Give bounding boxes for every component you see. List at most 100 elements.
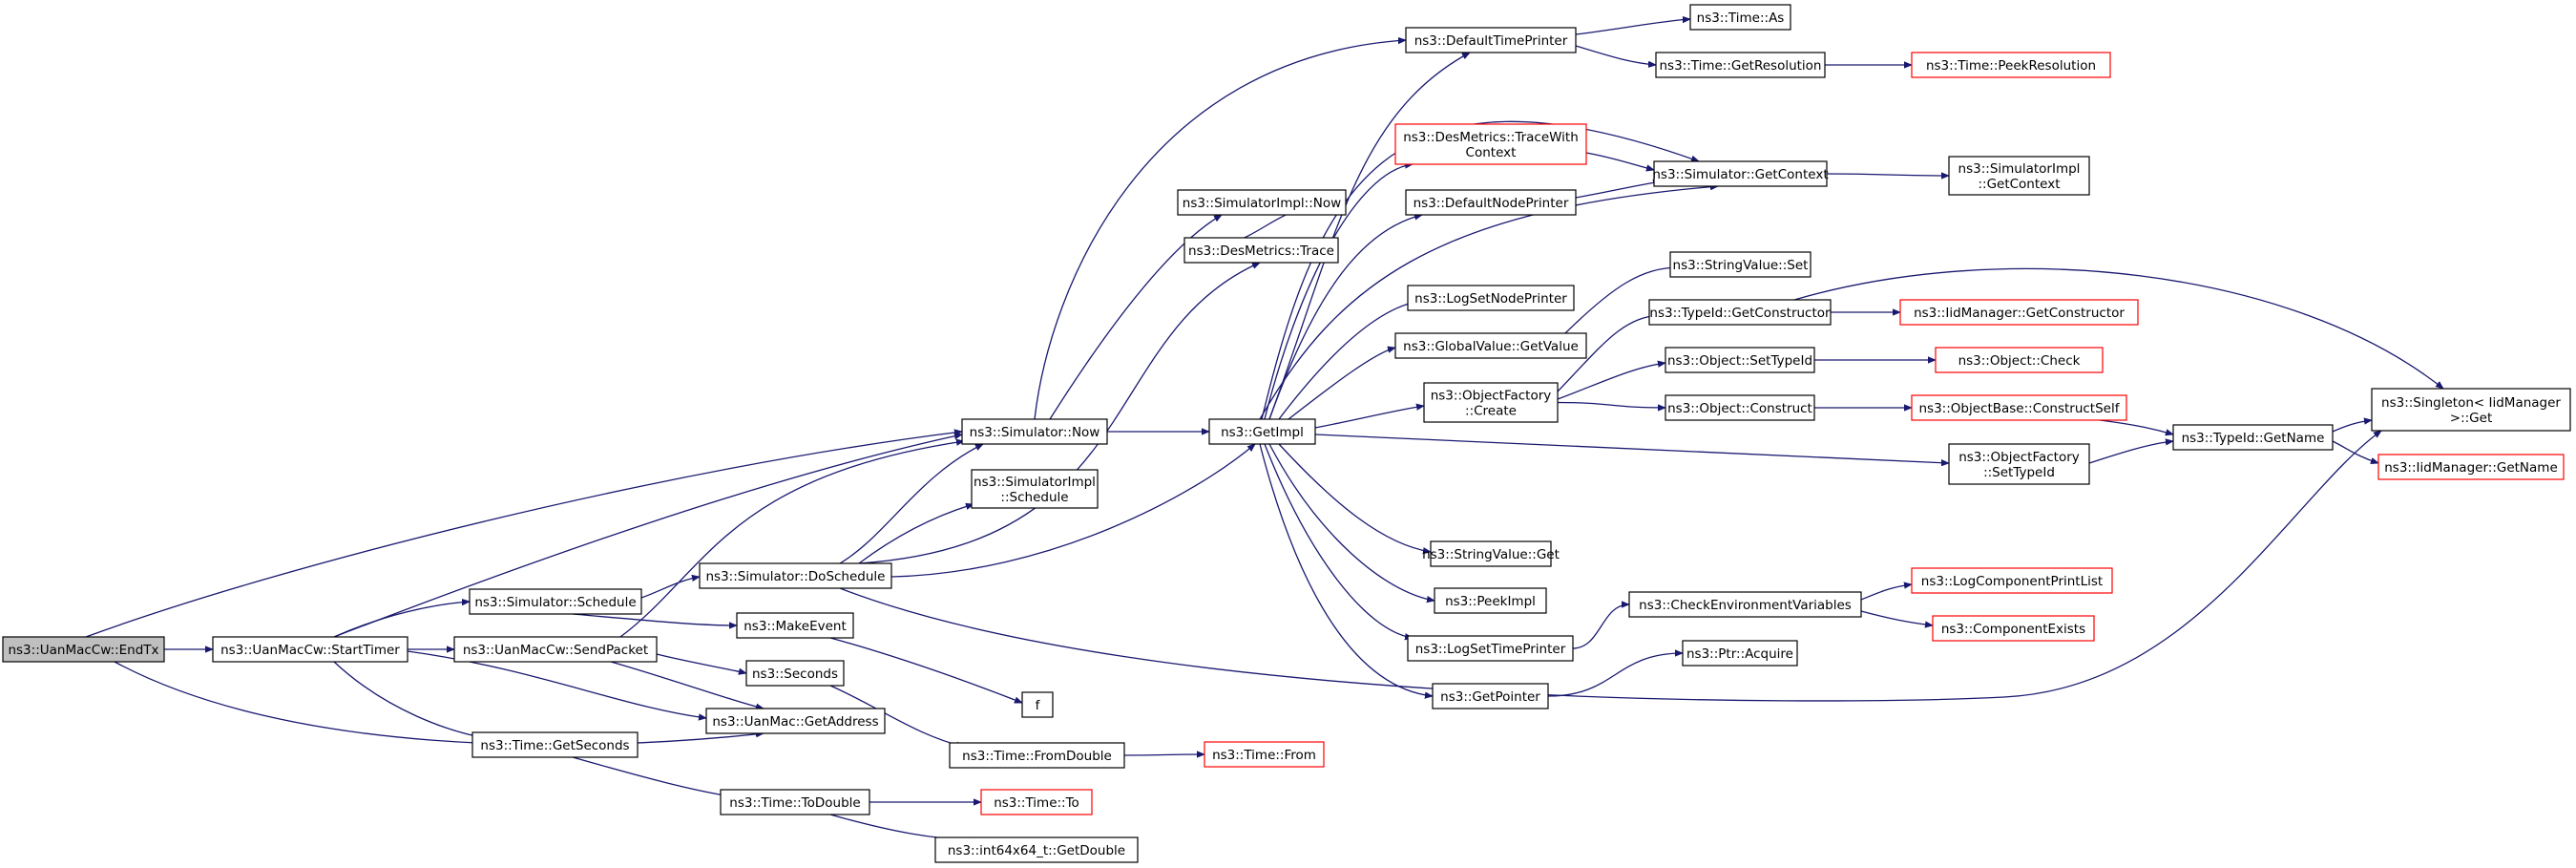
node-box [949,742,1125,769]
node-time-to[interactable]: ns3::Time::To [980,789,1093,815]
node-desmetrics-trace[interactable]: ns3::DesMetrics::Trace [1183,237,1339,264]
node-logcomponentprintlist[interactable]: ns3::LogComponentPrintList [1911,567,2113,594]
node-globalvalue-getvalue[interactable]: ns3::GlobalValue::GetValue [1394,332,1587,359]
node-getimpl[interactable]: ns3::GetImpl [1208,418,1316,445]
node-time-as[interactable]: ns3::Time::As [1689,4,1791,31]
node-sim-doschedule[interactable]: ns3::Simulator::DoSchedule [699,562,892,589]
node-label: ns3::UanMacCw::EndTx [8,643,158,658]
edge-objectbase_constructself-to-typeid_getname [2099,419,2173,434]
node-label: ns3::Time::To [994,795,1079,811]
node-starttimer[interactable]: ns3::UanMacCw::StartTimer [212,636,408,663]
edge-sim_doschedule-to-sim_now [839,443,983,564]
node-box [1665,347,1815,373]
node-simimpl-getcontext[interactable]: ns3::SimulatorImpl::GetContext [1948,156,2090,196]
node-box [453,636,658,663]
node-label: ns3::Object::Check [1958,353,2081,369]
edge-sim_doschedule-to-singleton_get [839,431,2381,702]
edge-getimpl-to-globalvalue_getvalue [1288,348,1395,420]
node-label: ns3::UanMacCw::StartTimer [220,643,400,658]
node-box [1423,382,1559,423]
node-sim-now[interactable]: ns3::Simulator::Now [961,418,1108,445]
node-box [1648,299,1832,326]
node-logsettimeprinter[interactable]: ns3::LogSetTimePrinter [1407,635,1574,662]
node-peekimpl[interactable]: ns3::PeekImpl [1434,587,1547,614]
edge-endtx-to-uanmac_getaddr [114,661,764,746]
node-typeid-getname[interactable]: ns3::TypeId::GetName [2172,424,2334,451]
node-box [1405,27,1577,53]
node-label: ns3::DefaultNodePrinter [1414,196,1569,211]
edge-sim_doschedule-to-getimpl [890,444,1255,578]
node-label: ns3::IidManager::GetConstructor [1914,306,2125,321]
node-label: ns3::Time::As [1697,11,1785,26]
node-box [1911,394,2127,421]
node-stringvalue-get[interactable]: ns3::StringValue::Get [1422,540,1560,567]
edge-getimpl-to-getpointer [1259,443,1433,696]
node-endtx[interactable]: ns3::UanMacCw::EndTx [2,636,165,663]
edge-makeevent-to-f [829,637,1022,704]
node-box [720,789,870,815]
node-componentexists[interactable]: ns3::ComponentExists [1932,615,2095,642]
node-time-getseconds[interactable]: ns3::Time::GetSeconds [471,731,639,758]
node-getpointer[interactable]: ns3::GetPointer [1432,683,1549,709]
node-object-construct[interactable]: ns3::Object::Construct [1665,394,1815,421]
node-objectbase-constructself[interactable]: ns3::ObjectBase::ConstructSelf [1911,394,2127,421]
edge-getimpl-to-sim_getcontext [1259,186,1718,420]
node-defaultnodeprinter[interactable]: ns3::DefaultNodePrinter [1405,189,1577,216]
node-ptr-acquire[interactable]: ns3::Ptr::Acquire [1682,640,1798,667]
node-object-check[interactable]: ns3::Object::Check [1935,347,2104,373]
node-objectfactory-settypeid[interactable]: ns3::ObjectFactory::SetTypeId [1948,443,2090,485]
node-checkenvvars[interactable]: ns3::CheckEnvironmentVariables [1628,591,1862,618]
node-uanmac-getaddr[interactable]: ns3::UanMac::GetAddress [705,708,886,734]
edge-defaultnodeprinter-to-sim_getcontext [1575,181,1661,199]
node-box [471,731,639,758]
node-stringvalue-set[interactable]: ns3::StringValue::Set [1669,251,1812,278]
node-label: ns3::Time::GetResolution [1659,58,1821,74]
node-label: ns3::Seconds [752,667,838,682]
node-sim-getcontext[interactable]: ns3::Simulator::GetContext [1652,160,1829,187]
node-simimpl-now[interactable]: ns3::SimulatorImpl::Now [1177,189,1347,216]
node-logsetnodeprinter[interactable]: ns3::LogSetNodePrinter [1407,285,1575,311]
node-defaulttimeprinter[interactable]: ns3::DefaultTimePrinter [1405,27,1577,53]
node-iidmanager-getname[interactable]: ns3::IidManager::GetName [2377,454,2565,480]
node-label: ns3::TypeId::GetName [2182,431,2325,446]
node-time-getresolution[interactable]: ns3::Time::GetResolution [1655,52,1826,78]
node-time-todouble[interactable]: ns3::Time::ToDouble [720,789,870,815]
node-label: ns3::LogComponentPrintList [1921,574,2103,589]
edge-getimpl-to-logsetnodeprinter [1278,301,1422,420]
node-box [699,562,892,589]
node-objectfactory-create[interactable]: ns3::ObjectFactory::Create [1423,382,1559,423]
node-time-fromdouble[interactable]: ns3::Time::FromDouble [949,742,1125,769]
node-label: ns3::CheckEnvironmentVariables [1639,598,1852,613]
node-int64-getdouble[interactable]: ns3::int64x64_t::GetDouble [934,836,1139,863]
node-object-settypeid[interactable]: ns3::Object::SetTypeId [1665,347,1815,373]
node-f[interactable]: f [1021,691,1054,718]
node-singleton-get[interactable]: ns3::Singleton< IidManager>::Get [2371,388,2571,432]
node-box [1434,587,1547,614]
edge-logsettimeprinter-to-checkenvvars [1572,604,1630,649]
node-sim-schedule[interactable]: ns3::Simulator::Schedule [469,588,642,615]
node-makeevent[interactable]: ns3::MakeEvent [736,612,854,639]
node-label: ns3::UanMacCw::SendPacket [463,643,648,658]
node-label: ns3::Simulator::DoSchedule [706,569,886,584]
node-time-peekresolution[interactable]: ns3::Time::PeekResolution [1911,52,2111,78]
node-box [1669,251,1812,278]
edge-defaulttimeprinter-to-time_getresolution [1575,45,1656,65]
node-box [1021,691,1054,718]
node-time-from[interactable]: ns3::Time::From [1204,741,1325,768]
node-label: ns3::ObjectBase::ConstructSelf [1919,401,2121,416]
node-iidmanager-getconstructor[interactable]: ns3::IidManager::GetConstructor [1899,299,2139,326]
node-typeid-getconstructor[interactable]: ns3::TypeId::GetConstructor [1648,299,1832,326]
edge-sim_schedule-to-makeevent [572,613,737,625]
node-label: ::Schedule [1000,490,1068,505]
node-label: ns3::Time::GetSeconds [480,738,629,753]
node-seconds[interactable]: ns3::Seconds [745,660,845,687]
node-box [1911,52,2111,78]
node-box [1932,615,2095,642]
node-sendpacket[interactable]: ns3::UanMacCw::SendPacket [453,636,658,663]
node-simimpl-schedule[interactable]: ns3::SimulatorImpl::Schedule [971,469,1099,509]
node-label: ns3::DesMetrics::TraceWith [1403,130,1579,145]
node-label: ns3::DesMetrics::Trace [1188,243,1334,259]
node-label: ns3::Time::From [1212,748,1316,763]
